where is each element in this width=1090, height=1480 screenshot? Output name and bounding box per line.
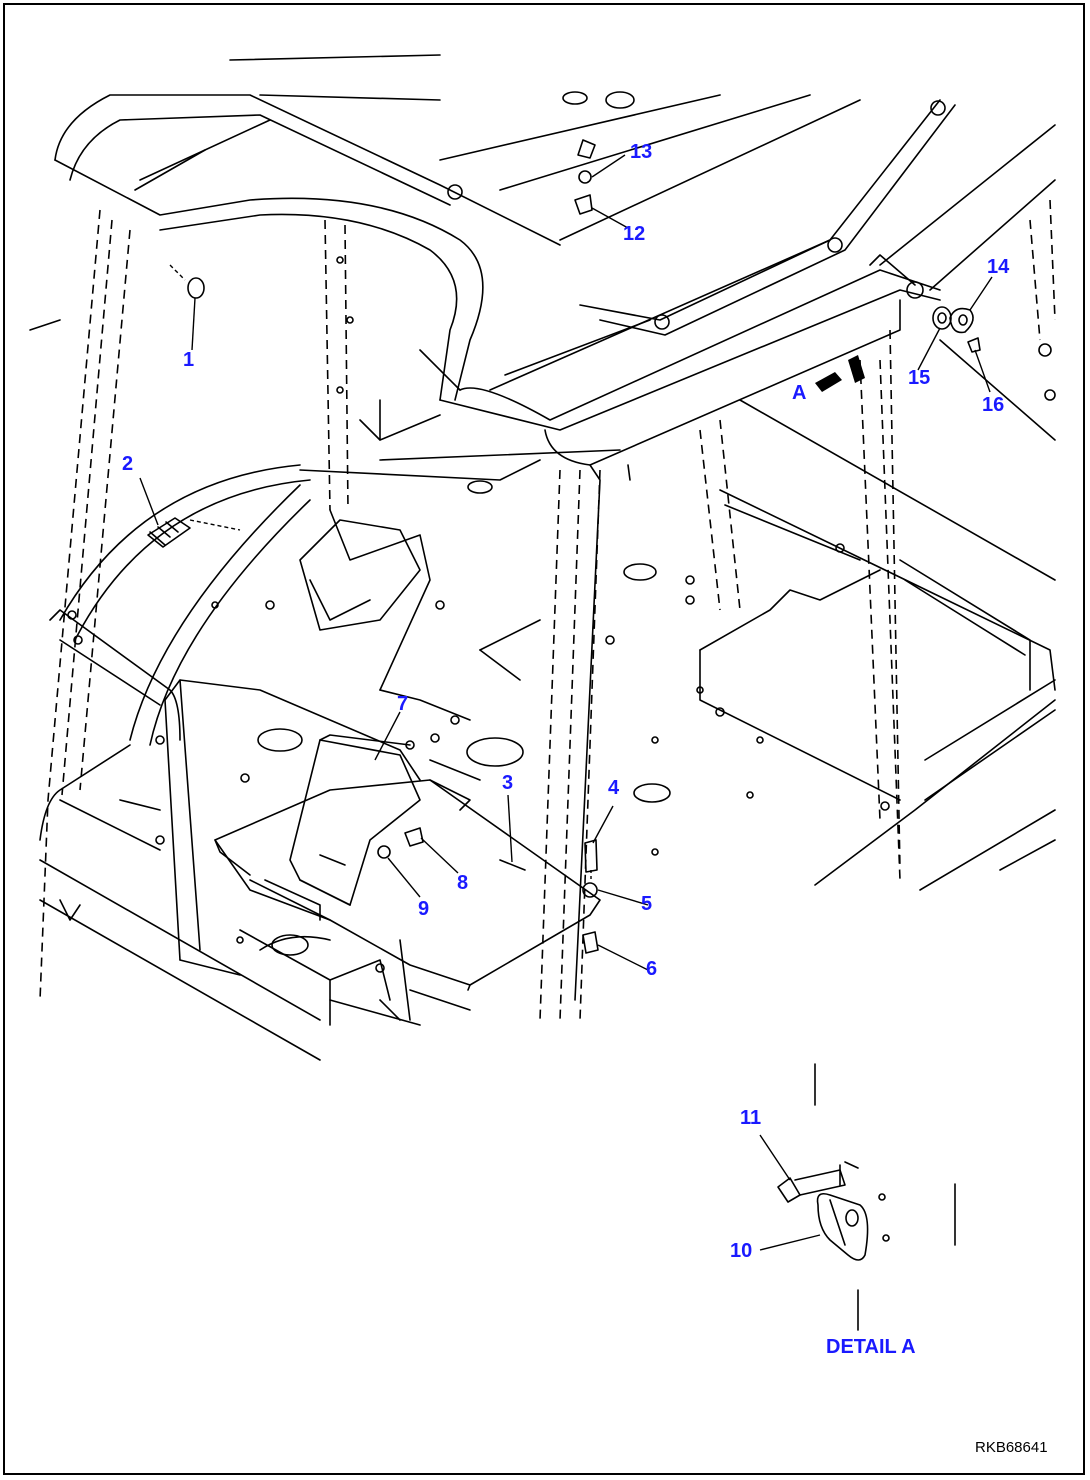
callout-labels: 1 2 3 4 5 6 7 8 9 10 11 12 13 14 15 16 A… bbox=[122, 141, 1048, 1456]
cover-plate bbox=[264, 734, 421, 921]
callout-7: 7 bbox=[397, 693, 408, 715]
part-9-washer bbox=[377, 845, 391, 859]
callout-1: 1 bbox=[183, 349, 194, 371]
drawing-frame bbox=[3, 3, 1085, 1475]
parts bbox=[147, 139, 981, 954]
callout-3: 3 bbox=[502, 772, 513, 794]
part-14-bracket bbox=[949, 307, 974, 334]
callout-12: 12 bbox=[623, 223, 645, 245]
callout-13: 13 bbox=[630, 141, 652, 163]
callout-8: 8 bbox=[457, 872, 468, 894]
part-4-bolt bbox=[584, 839, 598, 873]
view-marker-a: A bbox=[792, 382, 806, 404]
holes bbox=[67, 91, 1056, 973]
callout-5: 5 bbox=[641, 893, 652, 915]
part-1-plug bbox=[187, 277, 205, 299]
part-2-block bbox=[147, 517, 191, 548]
drawing-code: RKB68641 bbox=[975, 1439, 1048, 1456]
callout-2: 2 bbox=[122, 453, 133, 475]
detail-a bbox=[759, 1063, 956, 1331]
part-11-bolt bbox=[777, 1177, 801, 1203]
part-5-washer bbox=[582, 882, 598, 898]
part-13-nut bbox=[578, 170, 592, 184]
part-8-bolt bbox=[404, 827, 424, 847]
part-12-bolt bbox=[574, 194, 593, 215]
leader-lines bbox=[139, 154, 993, 971]
part-16-bolt bbox=[967, 337, 981, 353]
callout-10: 10 bbox=[730, 1240, 752, 1262]
view-arrow-a bbox=[815, 372, 842, 392]
part-15-washer bbox=[932, 306, 952, 330]
callout-6: 6 bbox=[646, 958, 657, 980]
callout-16: 16 bbox=[982, 394, 1004, 416]
callout-4: 4 bbox=[608, 777, 620, 799]
callout-15: 15 bbox=[908, 367, 930, 389]
floor-plate bbox=[214, 779, 601, 991]
cab-structure bbox=[29, 54, 1056, 1061]
part-10-hinge-bracket bbox=[816, 1192, 869, 1261]
part-6-nut bbox=[582, 931, 599, 954]
callout-9: 9 bbox=[418, 898, 429, 920]
callout-11: 11 bbox=[740, 1107, 761, 1129]
callout-14: 14 bbox=[987, 256, 1010, 278]
detail-a-label: DETAIL A bbox=[826, 1336, 916, 1358]
